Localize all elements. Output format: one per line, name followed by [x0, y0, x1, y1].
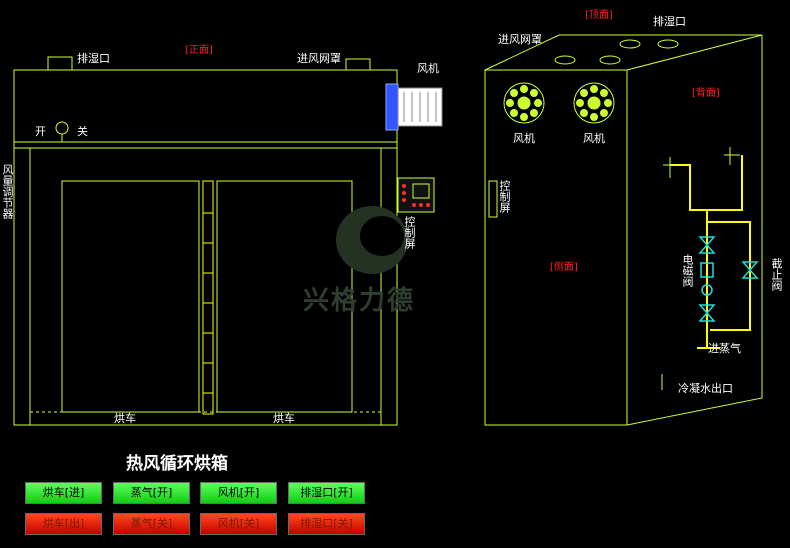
control-panel-icon[interactable]	[397, 177, 435, 213]
front-intake-label: 进风网罩	[297, 52, 341, 65]
side-fan-motor-icon	[385, 83, 443, 131]
watermark-text: 兴格力德	[303, 286, 416, 316]
fan-1-label: 风机	[513, 132, 535, 145]
fan-1-icon	[503, 82, 545, 124]
stop-valve-label: 截止阀	[770, 258, 783, 291]
stop-valve-icon[interactable]	[741, 261, 759, 279]
side-cabinet-front	[484, 69, 628, 426]
back-view-tag: [背面]	[692, 88, 720, 99]
steam-on-button[interactable]: 蒸气[开]	[113, 482, 190, 504]
front-panel-label: 控制屏	[403, 216, 416, 249]
on-label: 开	[35, 125, 46, 138]
top-exhaust-label: 排湿口	[653, 15, 686, 28]
top-intake-hood	[554, 55, 576, 65]
left-door[interactable]	[61, 180, 200, 413]
front-exhaust-label: 排湿口	[77, 52, 110, 65]
front-view-tag: [正面]	[185, 45, 213, 56]
cart-in-button[interactable]: 烘车[进]	[25, 482, 102, 504]
exhaust-on-button[interactable]: 排湿口[开]	[288, 482, 365, 504]
steam-off-button[interactable]: 蒸气[关]	[113, 513, 190, 535]
side-control-panel[interactable]	[488, 180, 498, 218]
side-panel-label: 控制屏	[498, 180, 511, 213]
condensate-label: 冷凝水出口	[678, 382, 733, 395]
cart-out-button[interactable]: 烘车[出]	[25, 513, 102, 535]
fan-2-label: 风机	[583, 132, 605, 145]
steam-pipe-network	[670, 155, 751, 349]
valve-label: 电磁阀	[681, 254, 694, 287]
exhaust-off-button[interactable]: 排湿口[关]	[288, 513, 365, 535]
fan-on-button[interactable]: 风机[开]	[200, 482, 277, 504]
cart-left-label: 烘车	[114, 412, 136, 425]
top-exhaust-port	[619, 39, 641, 49]
watermark-logo-icon	[336, 206, 408, 274]
door-hinge-strip	[202, 180, 214, 415]
front-exhaust-port	[47, 56, 73, 71]
steam-in-label: 进蒸气	[708, 342, 741, 355]
front-intake-hood	[345, 58, 371, 71]
side-view-tag: [侧面]	[550, 262, 578, 273]
top-view-tag: [顶面]	[585, 10, 613, 21]
solenoid-valve-icon[interactable]	[698, 236, 716, 322]
page-title: 热风循环烘箱	[126, 454, 228, 474]
front-fan-label: 风机	[417, 62, 439, 75]
fan-off-button[interactable]: 风机[关]	[200, 513, 277, 535]
damper-label: 风量调节器	[1, 164, 14, 219]
power-knob-icon[interactable]	[55, 121, 69, 142]
cart-right-label: 烘车	[273, 412, 295, 425]
fan-2-icon	[573, 82, 615, 124]
top-intake-label: 进风网罩	[498, 33, 542, 46]
off-label: 关	[77, 125, 88, 138]
